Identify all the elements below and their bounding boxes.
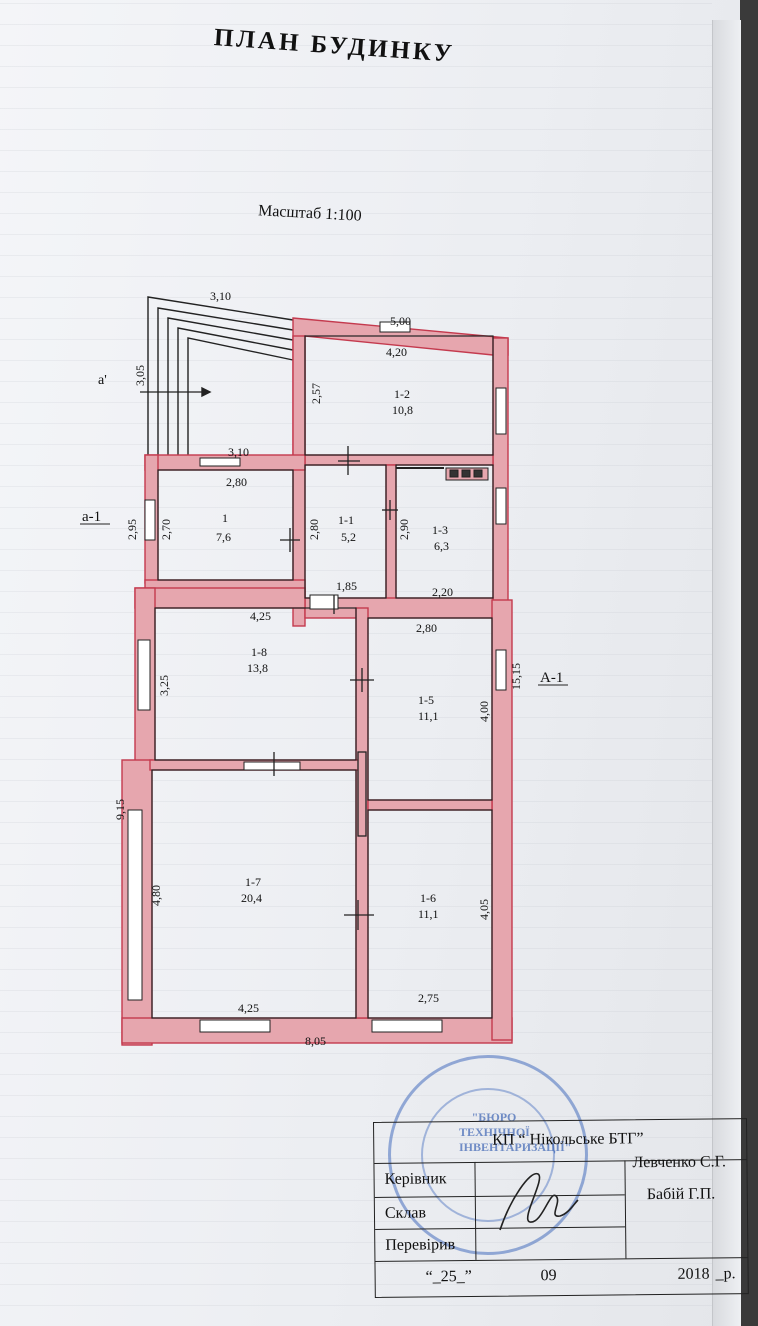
dim-r1-height: 2,70 xyxy=(159,519,173,540)
name-head: Левченко С.Г. xyxy=(632,1153,727,1172)
sheet-edge xyxy=(712,20,741,1326)
room-id: 1-7 xyxy=(245,875,261,889)
room-label-1-1: 1-1 5,2 xyxy=(338,513,356,544)
dim-r12-width: 4,20 xyxy=(386,345,407,359)
room-label-1-2: 1-2 10,8 xyxy=(392,387,413,417)
stove xyxy=(396,467,489,481)
room-id: 1-1 xyxy=(338,513,354,527)
room-area: 5,2 xyxy=(341,530,356,544)
door-marks xyxy=(273,446,398,930)
interior-lines xyxy=(151,335,494,1019)
room-label-1-3: 1-3 6,3 xyxy=(432,523,449,553)
organization-stamp: "БЮРО ТЕХНІЧНОЇ ІНВЕНТАРИЗАЦІЇ" xyxy=(388,1055,588,1255)
dim-porch-side: 3,05 xyxy=(133,365,147,386)
room-area: 11,1 xyxy=(418,709,439,723)
dim-r13-width: 2,20 xyxy=(432,585,453,599)
role-made: Склав xyxy=(384,1204,427,1222)
room-area: 10,8 xyxy=(392,403,413,417)
room-id: 1-3 xyxy=(432,523,448,537)
room-area: 13,8 xyxy=(247,661,268,675)
room-area: 11,1 xyxy=(418,907,439,921)
dim-top: 5,00 xyxy=(390,314,411,328)
room-area: 6,3 xyxy=(434,539,449,553)
room-label-1-8: 1-8 13,8 xyxy=(247,645,268,675)
dim-r1-top: 3,10 xyxy=(228,445,249,459)
room-label-1-5: 1-5 11,1 xyxy=(418,693,439,723)
role-checked: Перевірив xyxy=(385,1236,456,1254)
dim-r7-height: 4,80 xyxy=(149,885,163,906)
room-id: 1-2 xyxy=(394,387,410,401)
section-label-left: а-1 xyxy=(82,509,101,525)
section-label-porch: а' xyxy=(98,373,107,388)
dim-left: 9,15 xyxy=(113,799,127,820)
dim-left-upper: 2,95 xyxy=(125,519,139,540)
porch-outline xyxy=(140,296,294,458)
room-label-1: 1 7,6 xyxy=(216,511,231,544)
room-area: 7,6 xyxy=(216,530,231,544)
dim-r5-width: 2,80 xyxy=(416,621,437,635)
dim-r7-width: 4,25 xyxy=(238,1001,259,1015)
dim-r8-height: 3,25 xyxy=(157,675,171,696)
dim-r6-height: 4,05 xyxy=(477,899,491,920)
dim-r12-height: 2,57 xyxy=(309,383,323,404)
signature xyxy=(499,1173,579,1231)
dim-r11-height: 2,80 xyxy=(307,519,321,540)
dim-r11-width: 1,85 xyxy=(336,579,357,593)
dim-bottom: 8,05 xyxy=(305,1034,326,1048)
room-id: 1 xyxy=(222,511,228,525)
date-suffix: _р. xyxy=(715,1265,736,1283)
date-year: 2018 xyxy=(677,1265,710,1283)
walls xyxy=(121,317,513,1046)
organization-name: КП “ Нікольське БТГ” xyxy=(492,1130,644,1149)
room-label-1-6: 1-6 11,1 xyxy=(418,891,439,921)
date-day: “_25_” xyxy=(425,1267,472,1286)
dim-r1-width: 2,80 xyxy=(226,475,247,489)
role-head: Керівник xyxy=(384,1170,447,1188)
dim-r8-width: 4,25 xyxy=(250,609,271,623)
section-label-right: А-1 xyxy=(540,670,563,686)
stamp-inner-ring xyxy=(421,1088,555,1222)
windows xyxy=(127,321,507,1033)
room-id: 1-6 xyxy=(420,891,436,905)
room-area: 20,4 xyxy=(241,891,262,905)
dim-right: 15,15 xyxy=(509,663,523,690)
room-id: 1-5 xyxy=(418,693,434,707)
dim-porch-top: 3,10 xyxy=(210,289,231,303)
name-made: Бабій Г.П. xyxy=(646,1185,716,1204)
dim-r5-height: 4,00 xyxy=(477,701,491,722)
room-label-1-7: 1-7 20,4 xyxy=(241,875,262,905)
date-month: 09 xyxy=(540,1267,557,1285)
floor-plan: а' а-1 А-1 3,10 3,05 5,00 15,15 9,15 2,9… xyxy=(80,289,568,1048)
room-id: 1-8 xyxy=(251,645,267,659)
dim-r13-height: 2,90 xyxy=(397,519,411,540)
dim-r6-width: 2,75 xyxy=(418,991,439,1005)
